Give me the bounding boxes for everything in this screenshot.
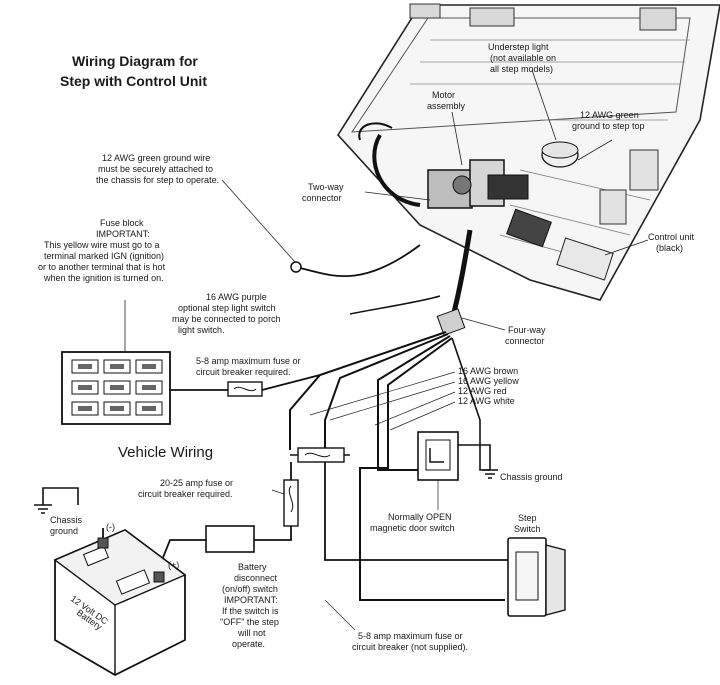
svg-text:(on/off) switch: (on/off) switch [222,584,278,594]
svg-text:16 AWG yellow: 16 AWG yellow [458,376,519,386]
svg-text:12 AWG white: 12 AWG white [458,396,515,406]
svg-text:Chassis: Chassis [50,515,83,525]
svg-text:when the ignition is turned on: when the ignition is turned on. [43,273,164,283]
svg-text:must be securely attached to: must be securely attached to [98,164,213,174]
chassis-ground-symbol-right [482,469,498,479]
label-understep-light: Understep light (not available on all st… [488,42,556,74]
svg-text:Control unit: Control unit [648,232,695,242]
title-line2: Step with Control Unit [60,73,207,89]
svg-text:magnetic door switch: magnetic door switch [370,523,455,533]
svg-text:IMPORTANT:: IMPORTANT: [96,229,150,239]
label-battery-disconnect: Battery disconnect (on/off) switch IMPOR… [220,562,279,649]
battery-disconnect-switch [205,525,255,553]
label-purple-wire: 16 AWG purple optional step light switch… [172,292,281,335]
svg-text:12 AWG red: 12 AWG red [458,386,507,396]
svg-text:connector: connector [505,336,545,346]
label-chassis-ground-left: Chassis ground [50,515,83,536]
label-neg-terminal: (-) [106,522,115,532]
step-switch-icon [507,537,566,617]
svg-text:Four-way: Four-way [508,325,546,335]
svg-text:all step models): all step models) [490,64,553,74]
svg-text:terminal marked IGN (ignition): terminal marked IGN (ignition) [44,251,164,261]
label-pos-terminal: (+) [168,560,179,570]
svg-text:This yellow wire must go to a: This yellow wire must go to a [44,240,160,250]
label-fuse-5-8-top: 5-8 amp maximum fuse or circuit breaker … [196,356,301,377]
title-line1: Wiring Diagram for [72,53,198,69]
ground-symbol-icon [34,504,52,514]
svg-text:ground: ground [50,526,78,536]
battery-icon [53,528,187,677]
svg-text:Switch: Switch [514,524,541,534]
svg-text:(black): (black) [656,243,683,253]
label-door-switch: Normally OPEN magnetic door switch [370,512,455,533]
svg-text:12 AWG green: 12 AWG green [580,110,639,120]
svg-text:Normally OPEN: Normally OPEN [388,512,452,522]
svg-text:disconnect: disconnect [234,573,278,583]
label-wire-colors: 16 AWG brown 16 AWG yellow 12 AWG red 12… [458,366,519,406]
svg-text:may be connected to porch: may be connected to porch [172,314,281,324]
svg-text:(not available on: (not available on [490,53,556,63]
svg-text:circuit breaker required.: circuit breaker required. [138,489,233,499]
svg-text:5-8 amp maximum fuse or: 5-8 amp maximum fuse or [358,631,463,641]
label-fuse-20-25: 20-25 amp fuse or circuit breaker requir… [138,478,233,499]
svg-text:connector: connector [302,193,342,203]
label-green-ground-wire: 12 AWG green ground wire must be securel… [96,153,219,185]
svg-text:Fuse block: Fuse block [100,218,144,228]
label-fuse-5-8-bottom: 5-8 amp maximum fuse or circuit breaker … [352,631,468,652]
svg-text:16 AWG purple: 16 AWG purple [206,292,267,302]
svg-text:Battery: Battery [238,562,267,572]
svg-text:IMPORTANT:: IMPORTANT: [224,595,278,605]
svg-text:operate.: operate. [232,639,265,649]
label-two-way-connector: Two-way connector [302,182,344,203]
label-fuse-block: Fuse block IMPORTANT: This yellow wire m… [38,218,166,283]
label-motor-assembly: Motor assembly [427,90,466,111]
svg-text:or to another terminal that is: or to another terminal that is hot [38,262,166,272]
svg-text:light switch.: light switch. [178,325,225,335]
step-assembly-icon [336,3,720,301]
svg-text:Step: Step [518,513,537,523]
label-ground-to-step-top: 12 AWG green ground to step top [572,110,645,131]
svg-text:12 AWG green ground wire: 12 AWG green ground wire [102,153,210,163]
svg-text:assembly: assembly [427,101,466,111]
svg-text:"OFF" the step: "OFF" the step [220,617,279,627]
svg-text:If the switch is: If the switch is [222,606,279,616]
door-switch-icon [417,431,459,481]
label-chassis-ground-right: Chassis ground [500,472,563,482]
label-control-unit: Control unit (black) [648,232,695,253]
svg-text:5-8 amp maximum fuse or: 5-8 amp maximum fuse or [196,356,301,366]
svg-text:circuit breaker (not supplied): circuit breaker (not supplied). [352,642,468,652]
svg-text:will not: will not [237,628,266,638]
svg-text:ground to step top: ground to step top [572,121,645,131]
label-four-way-connector: Four-way connector [505,325,546,346]
svg-text:Two-way: Two-way [308,182,344,192]
svg-text:20-25 amp fuse or: 20-25 amp fuse or [160,478,233,488]
svg-text:Motor: Motor [432,90,455,100]
fuse-block-icon [61,351,171,425]
svg-text:optional step light switch: optional step light switch [178,303,276,313]
svg-text:the chassis for step to operat: the chassis for step to operate. [96,175,219,185]
label-step-switch: Step Switch [514,513,541,534]
section-label: Vehicle Wiring [118,444,213,461]
svg-text:Understep light: Understep light [488,42,549,52]
svg-text:circuit breaker required.: circuit breaker required. [196,367,291,377]
svg-text:16 AWG brown: 16 AWG brown [458,366,518,376]
